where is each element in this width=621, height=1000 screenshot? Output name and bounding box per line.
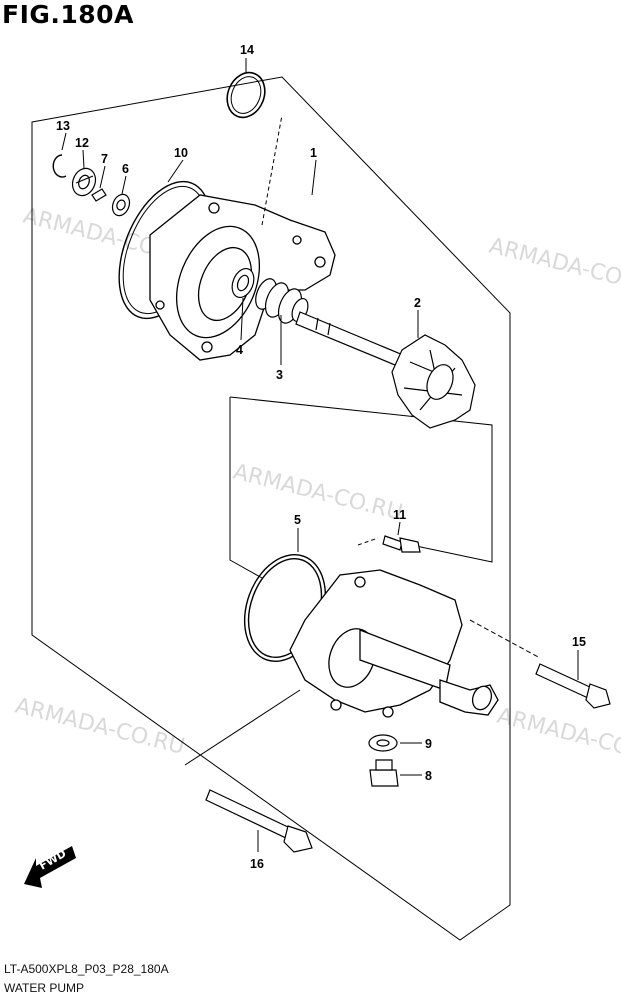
- watermark-right-top: ARMADA-CO.RU: [487, 234, 621, 300]
- callout-4: 4: [236, 343, 243, 357]
- callout-15: 15: [572, 635, 586, 649]
- part-8-drain-bolt: [369, 759, 399, 787]
- watermark-center: ARMADA-CO.RU: [231, 460, 405, 526]
- inner-frame-left: [229, 397, 263, 579]
- callout-12: 12: [75, 136, 89, 150]
- callout-5: 5: [294, 513, 301, 527]
- callout-7: 7: [101, 152, 108, 166]
- callout-9: 9: [425, 737, 432, 751]
- callout-8: 8: [425, 769, 432, 783]
- part-16-bolt: [205, 789, 313, 853]
- diagram-code: LT-A500XPL8_P03_P28_180A: [4, 962, 169, 976]
- part-13-e-clip: [52, 154, 67, 178]
- inner-frame: [229, 396, 493, 563]
- watermark-right-bottom: ARMADA-CO.RU: [495, 704, 621, 770]
- fwd-arrow-icon: FWD: [24, 846, 76, 888]
- part-12-washer: [71, 167, 97, 197]
- callout-14: 14: [240, 43, 254, 57]
- part-2-impeller: [295, 311, 476, 429]
- callout-11: 11: [393, 508, 406, 522]
- callout-6: 6: [122, 162, 129, 176]
- callout-16: 16: [250, 857, 264, 871]
- callout-1: 1: [310, 146, 317, 160]
- pump-housing: [289, 569, 499, 718]
- part-9-gasket: [368, 734, 398, 752]
- part-11-bolt: [382, 535, 421, 553]
- callout-13: 13: [56, 119, 70, 133]
- figure-title: FIG.180A: [2, 0, 134, 29]
- callout-3: 3: [276, 368, 283, 382]
- callout-2: 2: [414, 296, 421, 310]
- part-3-mechanical-seal: [255, 278, 309, 324]
- leader-lines: [61, 58, 579, 852]
- callout-10: 10: [174, 146, 188, 160]
- part-14-o-ring: [226, 71, 266, 119]
- part-4-oil-seal: [231, 267, 255, 299]
- assembly-frame: [31, 76, 511, 941]
- part-15-bolt: [535, 663, 611, 709]
- part-7-pin: [91, 188, 107, 202]
- part-6-washer: [111, 193, 131, 217]
- diagram-name: WATER PUMP: [4, 981, 84, 995]
